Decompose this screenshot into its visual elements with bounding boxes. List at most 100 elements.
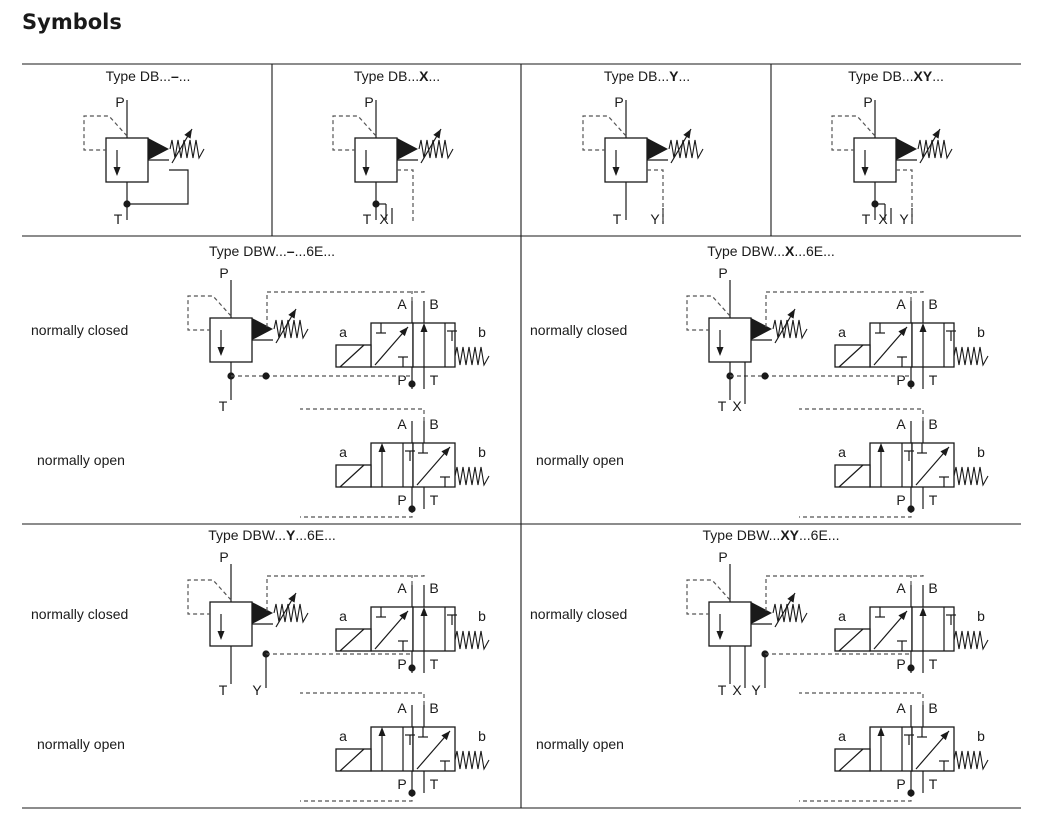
junction-dot [761,372,769,380]
port-label-A: A [397,700,407,716]
arrow-head [716,631,724,640]
solenoid-a [834,748,871,772]
port-label-T: T [430,372,439,388]
port-label-P: P [397,776,406,792]
port-label-T: T [430,656,439,672]
spring-icon [953,630,989,651]
pilot-line [686,579,731,615]
type-suffix: ... [178,68,191,84]
arrow-head [288,593,296,603]
arrow-head [362,167,370,176]
arrow-head [861,167,869,176]
solenoid-a-label: a [838,324,846,340]
solenoid-coil [838,344,864,368]
arrow-head [217,631,225,640]
valve-block-left [370,726,414,772]
arrow-head [399,611,408,621]
port-label-P: P [115,94,124,110]
arrow-head [420,607,428,616]
pilot-cone [647,138,668,160]
type-prefix: Type DBW... [208,527,286,543]
normally-closed-label: normally closed [31,606,129,622]
normally-open-label: normally open [536,736,624,752]
port-label-A: A [896,296,906,312]
type-suffix: ...6E... [799,527,840,543]
port-label-T: T [718,682,727,698]
pilot-line [799,793,912,802]
solenoid-a-label: a [838,444,846,460]
port-label-B: B [928,700,937,716]
type-suffix: ...6E... [294,243,336,259]
pilot-cone [252,602,273,624]
spring-icon [953,346,989,367]
pilot-line [266,575,425,612]
solenoid-b-label: b [478,728,486,744]
type-suffix: ...6E... [295,527,336,543]
solenoid-coil [838,464,864,488]
type-caption: Type DBW...–...6E... [209,243,335,259]
pilot-line [332,115,377,151]
spring-icon [418,139,454,160]
port-label-T: T [929,656,938,672]
valve-body [708,601,752,647]
port-label-P: P [397,372,406,388]
solenoid-a-label: a [339,444,347,460]
arrow-head [898,611,907,621]
port-label-T: T [219,682,228,698]
solenoid-b-label: b [478,444,486,460]
external-drain [647,169,664,224]
spring-icon [668,139,704,160]
solenoid-a [335,628,372,652]
valve-block-left [869,726,913,772]
junction-dot [408,505,416,513]
pilot-line [187,579,232,615]
solenoid-b-label: b [478,324,486,340]
arrow-head [217,347,225,356]
port-label-X: X [379,211,389,227]
port-label-T: T [929,372,938,388]
type-code: X [419,68,429,84]
solenoid-a [335,748,372,772]
valve-body [853,137,897,183]
page-title: Symbols [22,10,122,34]
spring-icon [772,603,808,624]
type-caption: Type DB...–... [106,68,191,84]
spring-icon [953,750,989,771]
pilot-line [582,115,627,151]
solenoid-a [834,464,871,488]
pilot-line [187,295,232,331]
pilot-line [266,291,425,328]
type-suffix: ... [678,68,691,84]
arrow-head [441,447,450,457]
port-label-P: P [718,549,727,565]
arrow-head [940,731,949,741]
arrow-head [919,607,927,616]
port-label-A: A [896,416,906,432]
solenoid-a [335,344,372,368]
type-caption: Type DB...X... [354,68,440,84]
port-label-A: A [397,580,407,596]
arrow-head [787,593,795,603]
arrow-head [932,129,940,139]
port-label-P: P [896,492,905,508]
arrow-head [420,323,428,332]
solenoid-coil [339,464,365,488]
solenoid-a-label: a [339,728,347,744]
spring-icon [454,630,490,651]
internal-drain [127,169,189,205]
type-code: XY [913,68,933,84]
pilot-line [686,295,731,331]
external-drain [896,169,913,224]
port-label-B: B [928,580,937,596]
port-label-Y: Y [751,682,761,698]
port-label-P: P [219,549,228,565]
valve-body [209,601,253,647]
port-label-T: T [929,492,938,508]
normally-open-label: normally open [37,736,125,752]
type-prefix: Type DB... [603,68,670,84]
junction-dot [408,380,416,388]
